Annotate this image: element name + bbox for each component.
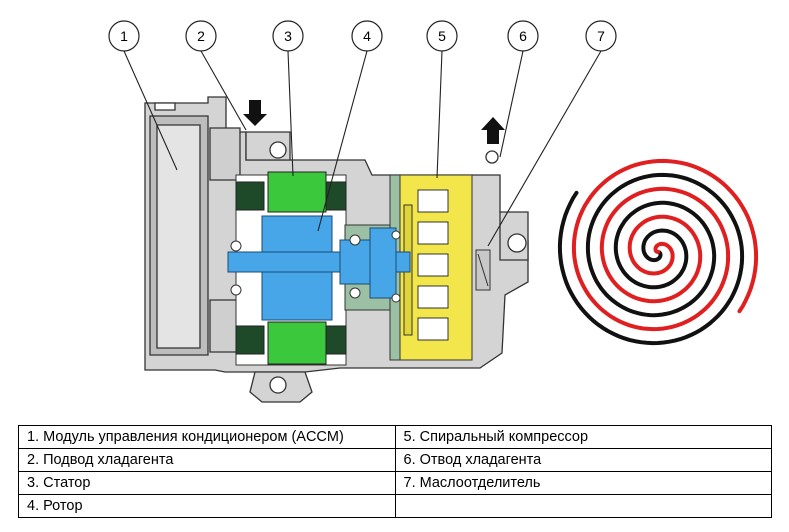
- legend-item-4: 4. Ротор: [18, 494, 396, 518]
- callout-3: [272, 20, 304, 52]
- spiral-black: [557, 172, 745, 346]
- callout-label-3: 3: [284, 28, 292, 44]
- callout-1: [108, 20, 140, 52]
- compressor-diagram: 1 2 3 4 5 6 7: [108, 20, 759, 403]
- callout-7: [585, 20, 617, 52]
- oil-separator: [475, 249, 491, 291]
- callout-5: [426, 20, 458, 52]
- legend-row: 3. Статор 7. Маслоотделитель: [18, 471, 772, 495]
- callout-leaders: [123, 50, 602, 247]
- stator: [235, 171, 347, 365]
- callout-label-5: 5: [438, 28, 446, 44]
- legend-row: 1. Модуль управления кондиционером (ACCM…: [18, 425, 772, 449]
- callout-label-4: 4: [363, 28, 371, 44]
- legend-item-2: 2. Подвод хладагента: [18, 448, 396, 472]
- legend-row: 2. Подвод хладагента 6. Отвод хладагента: [18, 448, 772, 472]
- bearings: [230, 230, 401, 303]
- bolt-holes: [269, 141, 527, 394]
- callout-label-7: 7: [597, 28, 605, 44]
- legend-table: 1. Модуль управления кондиционером (ACCM…: [18, 425, 772, 518]
- rotor: [227, 215, 411, 321]
- callout-label-1: 1: [120, 28, 128, 44]
- legend-item-7: 7. Маслоотделитель: [394, 471, 772, 495]
- legend-item-5: 5. Спиральный компрессор: [394, 425, 772, 449]
- legend-empty-cell: [394, 494, 772, 518]
- callout-4: [351, 20, 383, 52]
- legend-row: 4. Ротор: [18, 494, 772, 518]
- arrow-down-icon: [243, 100, 267, 126]
- callout-2: [185, 20, 217, 52]
- scroll-spiral: [557, 158, 759, 346]
- arrow-up-icon: [481, 117, 505, 144]
- legend-item-1: 1. Модуль управления кондиционером (ACCM…: [18, 425, 396, 449]
- legend-item-6: 6. Отвод хладагента: [394, 448, 772, 472]
- callout-6: [507, 20, 539, 52]
- spiral-red: [571, 158, 759, 332]
- scroll-compressor: [399, 174, 473, 361]
- callout-label-2: 2: [197, 28, 205, 44]
- legend-item-3: 3. Статор: [18, 471, 396, 495]
- callout-label-6: 6: [519, 28, 527, 44]
- callout-circles: [108, 20, 617, 52]
